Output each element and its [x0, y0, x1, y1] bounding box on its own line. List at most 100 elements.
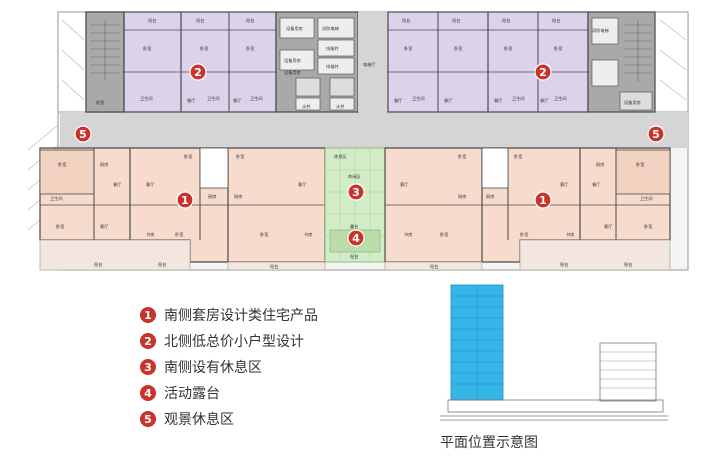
label-balcony: 阳台 [148, 17, 156, 24]
elevator-hall [358, 12, 388, 112]
label-bedroom: 卧室 [236, 153, 244, 160]
label-smoke-shaft: 排烟井 [326, 45, 339, 52]
label-living: 客厅 [100, 223, 108, 230]
marker-1-right [534, 191, 552, 209]
label-balcony: 阳台 [624, 261, 632, 268]
tower-floor-lines [451, 285, 503, 400]
label-living: 客厅 [298, 181, 306, 188]
label-dining: 餐厅 [187, 97, 195, 104]
label-bathroom: 卫生间 [512, 95, 525, 102]
legend-text: 活动露台 [164, 386, 220, 402]
label-bedroom: 卧室 [644, 223, 652, 230]
label-living: 客厅 [604, 223, 612, 230]
marker-4 [347, 229, 365, 247]
label-balcony: 阳台 [402, 17, 410, 24]
label-equipment: 设备用房 [286, 25, 303, 32]
label-study: 书房 [566, 231, 574, 238]
label-terrace: 露台 [350, 223, 358, 230]
label-bedroom: 卧室 [454, 45, 462, 52]
legend-item-5: 5 观景休息区 [140, 406, 430, 432]
label-bedroom: 卧室 [175, 231, 183, 238]
label-living: 客厅 [400, 181, 408, 188]
label-balcony: 阳台 [246, 17, 254, 24]
label-bedroom: 卧室 [458, 153, 466, 160]
label-equipment: 设备用房 [624, 99, 641, 106]
marker-2-left [189, 63, 207, 81]
label-kitchen: 厨房 [100, 161, 108, 168]
label-bedroom: 卧室 [246, 45, 254, 52]
label-balcony: 阳台 [560, 261, 568, 268]
label-balcony: 阳台 [430, 263, 438, 270]
label-living: 客厅 [146, 181, 154, 188]
label-kitchen: 厨房 [458, 193, 466, 200]
marker-3 [347, 183, 365, 201]
label-balcony: 阳台 [94, 261, 102, 268]
north-right-stair-zone [654, 11, 689, 113]
label-bathroom: 卫生间 [412, 95, 425, 102]
marker-1-left [176, 191, 194, 209]
label-bathroom: 卫生间 [640, 195, 653, 202]
label-bedroom: 卧室 [184, 153, 192, 160]
label-bedroom: 卧室 [504, 45, 512, 52]
legend-badge: 4 [140, 385, 156, 401]
marker-5-left [74, 125, 92, 143]
podium [447, 399, 664, 413]
label-bedroom: 卧室 [514, 153, 522, 160]
label-kitchen: 厨房 [234, 193, 242, 200]
label-fire-room: 消防电梯 [592, 27, 609, 34]
label-smoke-shaft: 排烟井 [326, 63, 339, 70]
plan-markers: 2 2 5 5 1 1 3 4 [74, 63, 665, 247]
label-dining: 餐厅 [394, 97, 402, 104]
label-bathroom: 卫生间 [207, 95, 220, 102]
legend-badge: 2 [140, 333, 156, 349]
label-study: 书房 [404, 231, 412, 238]
label-bedroom: 卧室 [200, 45, 208, 52]
marker-2-right-label: 2 [539, 66, 547, 79]
label-rest-area: 休息区 [334, 153, 347, 160]
legend-text: 南侧套房设计类住宅产品 [164, 308, 318, 324]
legend-item-3: 3 南侧设有休息区 [140, 354, 430, 380]
position-diagram [440, 284, 668, 421]
label-dining: 餐厅 [444, 97, 452, 104]
label-balcony: 阳台 [552, 17, 560, 24]
neighbor-building [599, 342, 657, 402]
label-well: 水井 [336, 103, 344, 110]
position-caption: 平面位置示意图 [440, 435, 538, 451]
label-bedroom: 卧室 [143, 45, 151, 52]
legend-item-4: 4 活动露台 [140, 380, 430, 406]
label-bathroom: 卫生间 [140, 95, 153, 102]
label-foyer: 前室 [96, 99, 104, 106]
label-dining: 餐厅 [494, 97, 502, 104]
label-bedroom: 卧室 [520, 231, 528, 238]
label-equipment: 设备用房 [284, 57, 301, 64]
label-fire-room: 消防电梯 [322, 25, 339, 32]
legend-text: 南侧设有休息区 [164, 360, 262, 376]
label-bedroom: 卧室 [404, 45, 412, 52]
marker-5-right-label: 5 [652, 128, 660, 141]
legend-item-2: 2 北侧低总价小户型设计 [140, 328, 430, 354]
legend-badge: 1 [140, 307, 156, 323]
label-dining: 餐厅 [233, 97, 241, 104]
central-corridor [60, 112, 688, 148]
north-left-stair-zone [57, 11, 87, 113]
marker-1-right-label: 1 [539, 194, 547, 207]
label-bedroom: 卧室 [636, 161, 644, 168]
label-bathroom: 卫生间 [50, 195, 63, 202]
legend-text: 观景休息区 [164, 412, 234, 428]
label-bedroom: 卧室 [260, 231, 268, 238]
legend: 1 南侧套房设计类住宅产品 2 北侧低总价小户型设计 3 南侧设有休息区 4 活… [140, 302, 430, 432]
label-balcony: 阳台 [502, 17, 510, 24]
right-stair-treads [624, 20, 652, 82]
marker-3-label: 3 [352, 186, 360, 199]
label-study: 书房 [304, 231, 312, 238]
label-bedroom: 卧室 [440, 231, 448, 238]
legend-text: 北侧低总价小户型设计 [164, 334, 304, 350]
marker-5-left-label: 5 [79, 128, 87, 141]
label-equipment: 设备用房 [284, 69, 301, 76]
marker-5-right [647, 125, 665, 143]
left-stair-treads [90, 20, 120, 80]
marker-2-left-label: 2 [194, 66, 202, 79]
label-kitchen: 厨房 [486, 193, 494, 200]
